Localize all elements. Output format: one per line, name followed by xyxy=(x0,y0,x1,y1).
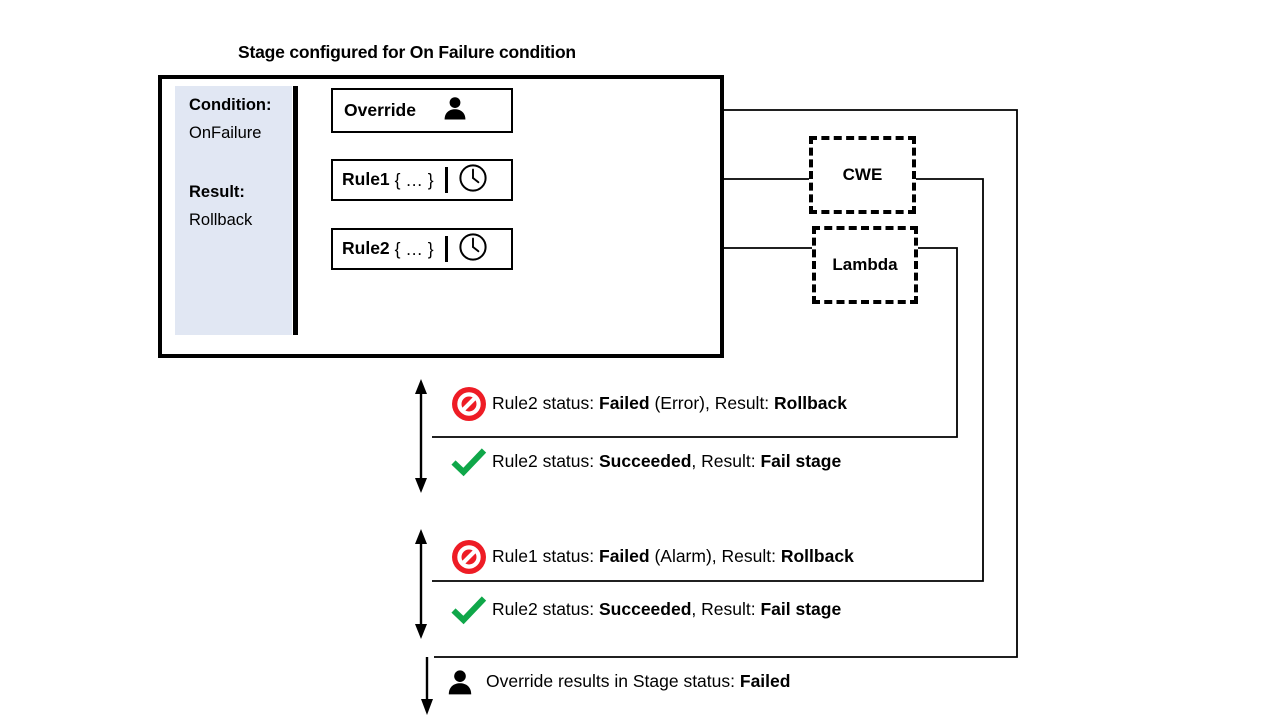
action-box-rule1[interactable]: Rule1 { … } xyxy=(331,159,513,201)
message-row: Rule1 status: Failed (Alarm), Result: Ro… xyxy=(446,538,854,576)
check-icon xyxy=(446,595,492,625)
result-value: Rollback xyxy=(189,211,253,229)
prohibition-icon xyxy=(446,385,492,423)
person-icon xyxy=(442,95,468,126)
wire-override-arrowhead xyxy=(421,699,433,715)
arrow-group-rule2-head-up xyxy=(415,379,427,394)
condition-label: Condition: xyxy=(189,96,272,114)
action-label-rule1: Rule1 xyxy=(342,169,390,190)
action-label-rule2: Rule2 xyxy=(342,238,390,259)
message-row: Rule2 status: Succeeded, Result: Fail st… xyxy=(446,447,841,477)
result-label: Result: xyxy=(189,183,245,201)
action-label-override: Override xyxy=(344,99,416,120)
clock-icon xyxy=(458,163,488,198)
message-text: Rule1 status: Failed (Alarm), Result: Ro… xyxy=(492,546,854,567)
prohibition-icon xyxy=(446,538,492,576)
rule2-divider xyxy=(444,236,448,262)
message-text: Rule2 status: Succeeded, Result: Fail st… xyxy=(492,451,842,472)
message-text: Rule2 status: Failed (Error), Result: Ro… xyxy=(492,393,847,414)
arrow-group-rule1-head-down xyxy=(415,624,427,639)
message-row: Override results in Stage status: Failed xyxy=(434,668,790,696)
panel-divider xyxy=(293,86,298,335)
person-icon xyxy=(434,668,486,696)
action-box-override[interactable]: Override xyxy=(331,88,513,133)
message-row: Rule2 status: Succeeded, Result: Fail st… xyxy=(446,595,841,625)
arrow-group-rule1-head-up xyxy=(415,529,427,544)
message-text: Override results in Stage status: Failed xyxy=(486,671,791,692)
message-row: Rule2 status: Failed (Error), Result: Ro… xyxy=(446,385,847,423)
rule1-braces: { … } xyxy=(394,169,434,190)
rule1-divider xyxy=(444,167,448,193)
action-box-rule2[interactable]: Rule2 { … } xyxy=(331,228,513,270)
service-box-lambda[interactable]: Lambda xyxy=(812,226,918,304)
service-box-cwe[interactable]: CWE xyxy=(809,136,916,214)
clock-icon xyxy=(458,232,488,267)
rule2-braces: { … } xyxy=(394,238,434,259)
message-text: Rule2 status: Succeeded, Result: Fail st… xyxy=(492,599,842,620)
condition-result-panel xyxy=(175,86,292,335)
arrow-group-rule2-head-down xyxy=(415,478,427,493)
check-icon xyxy=(446,447,492,477)
page-title: Stage configured for On Failure conditio… xyxy=(238,42,576,62)
condition-value: OnFailure xyxy=(189,124,262,142)
